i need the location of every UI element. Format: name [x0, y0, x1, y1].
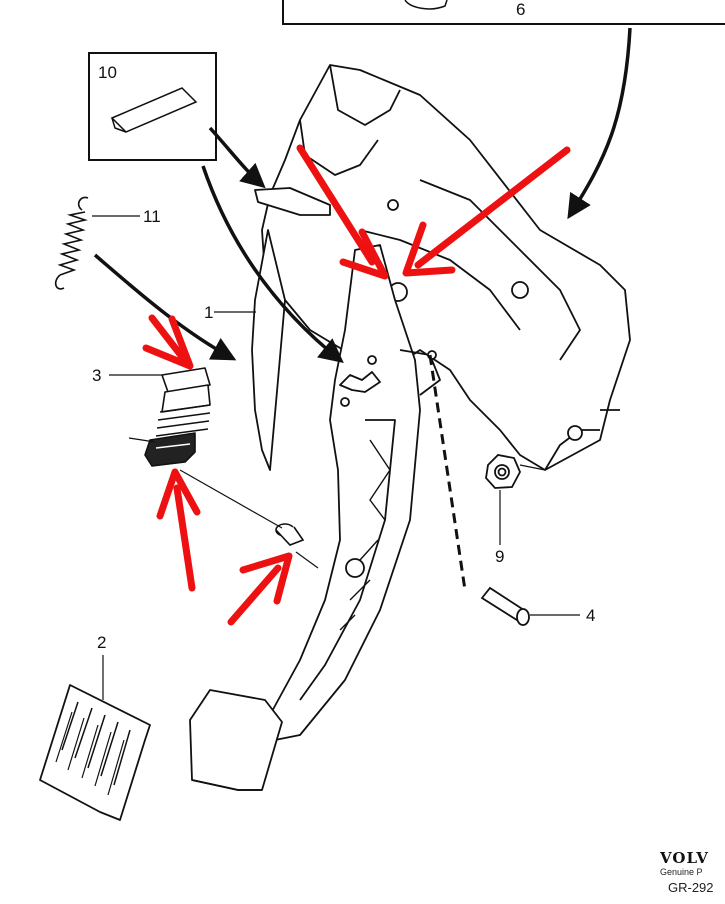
callout-4: 4	[586, 606, 595, 625]
black-arrows	[93, 27, 632, 364]
callout-3: 3	[92, 366, 101, 385]
brand-subtitle: Genuine P	[660, 867, 703, 877]
brand-logo: VOLV	[660, 850, 709, 867]
diagram-code: GR-292	[668, 880, 714, 895]
callout-2: 2	[97, 633, 106, 652]
callout-11: 11	[143, 207, 161, 226]
callout-labels: 6 10 11 1 3 2 9 4	[92, 0, 595, 652]
callout-10: 10	[98, 63, 117, 82]
red-arrows	[142, 144, 571, 626]
brand-block: VOLV Genuine P GR-292	[660, 850, 725, 897]
nut	[485, 454, 521, 489]
pedal-arm	[269, 244, 441, 741]
leader-lines	[92, 215, 580, 700]
pedal-foot-pad	[189, 689, 283, 791]
callout-6: 6	[516, 0, 525, 19]
spring-assembly	[144, 367, 211, 467]
rubber-pedal-pad	[39, 684, 151, 821]
inset-box-tape	[88, 52, 217, 161]
callout-1: 1	[204, 303, 213, 322]
pin	[480, 586, 530, 626]
inset-box-top	[282, 0, 725, 25]
callout-9: 9	[495, 547, 504, 566]
spring	[54, 196, 89, 290]
